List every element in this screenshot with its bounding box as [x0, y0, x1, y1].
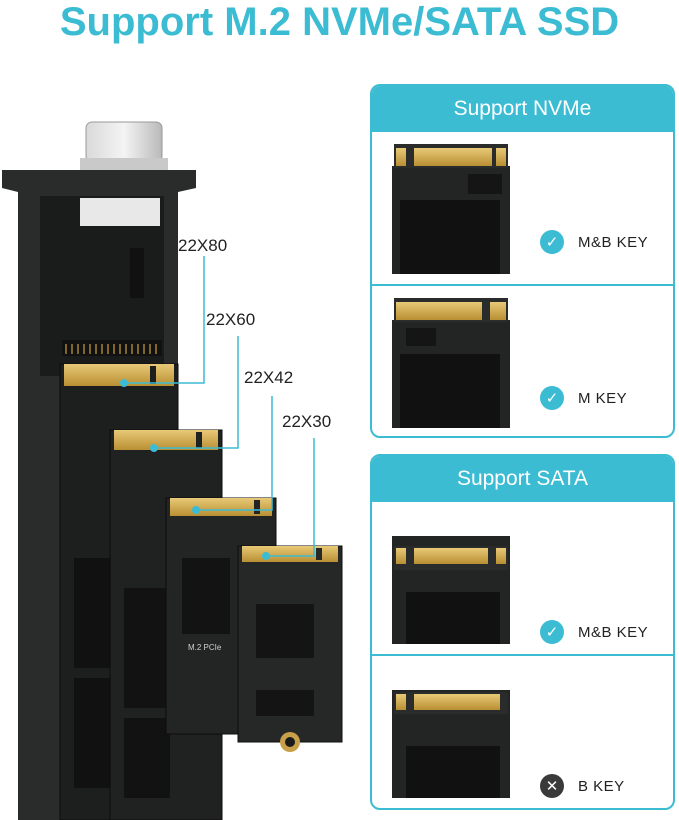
key-label: B KEY	[578, 777, 625, 795]
headline: Support M.2 NVMe/SATA SSD	[59, 0, 620, 44]
usb-c-plug	[85, 121, 163, 163]
sata-mb-key-row: ✓ M&B KEY	[540, 620, 648, 644]
size-label-2230: 22X30	[282, 412, 332, 431]
size-label-2260: 22X60	[206, 310, 256, 329]
sata-panel-title: Support SATA	[372, 456, 673, 502]
check-circle-icon: ✓	[540, 620, 564, 644]
key-label: M&B KEY	[578, 623, 649, 641]
size-label-2242: 22X42	[244, 368, 294, 387]
leader-2260	[154, 336, 239, 449]
check-circle-icon: ✓	[540, 386, 564, 410]
size-label-2280: 22X80	[178, 236, 228, 255]
ssd-card-b-key-icon	[392, 690, 510, 798]
sata-b-key-cell: ✕ B KEY	[372, 654, 673, 806]
nvme-panel-title: Support NVMe	[372, 86, 673, 132]
sata-mb-key-cell: ✓ M&B KEY	[372, 502, 673, 654]
ssd-card-mb-key-icon	[392, 144, 510, 274]
nvme-m-key-cell: ✓ M KEY	[372, 284, 673, 436]
leader-2280	[124, 256, 205, 384]
ssd-2230	[237, 545, 343, 752]
nvme-support-panel: Support NVMe ✓ M&B KEY ✓ M KEY	[370, 84, 675, 438]
board-marking: M.2 PCIe	[188, 643, 222, 652]
nvme-mb-key-cell: ✓ M&B KEY	[372, 132, 673, 284]
ssd-card-mb-key-icon	[392, 536, 510, 644]
key-label: M&B KEY	[578, 233, 649, 251]
ssd-card-m-key-icon	[392, 298, 510, 428]
sata-support-panel: Support SATA ✓ M&B KEY ✕ B KEY	[370, 454, 675, 810]
cross-circle-icon: ✕	[540, 774, 564, 798]
nvme-mb-key-row: ✓ M&B KEY	[540, 230, 648, 254]
nvme-m-key-row: ✓ M KEY	[540, 386, 627, 410]
key-label: M KEY	[578, 389, 628, 407]
leader-2230	[266, 438, 315, 557]
sata-b-key-row: ✕ B KEY	[540, 774, 625, 798]
check-circle-icon: ✓	[540, 230, 564, 254]
enclosure-illustration: M.2 PCIe	[2, 121, 343, 820]
leader-2242	[196, 396, 273, 511]
